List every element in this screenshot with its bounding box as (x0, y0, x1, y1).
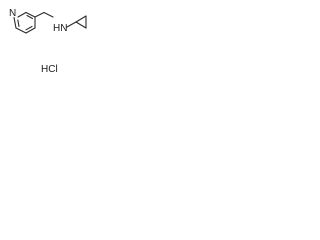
pyridine-ring: N (9, 8, 36, 34)
ring-nitrogen-label: N (9, 8, 16, 19)
ring-bond-n-c2 (17, 11, 27, 18)
ring-double-bond-inner-1 (26, 14, 34, 20)
cyclopropyl-bond-1 (75, 21, 87, 29)
cyclopropyl-ring (66, 15, 87, 29)
bond-ch2-nh (43, 11, 54, 18)
ring-bond-c6-n (13, 16, 17, 29)
ring-bond-c2-c3 (25, 11, 36, 18)
bond-c3-ch2 (34, 11, 45, 18)
ring-double-bond-inner-3 (17, 19, 20, 28)
cyclopropyl-bond-3 (75, 15, 87, 23)
ring-bond-c4-c5 (25, 27, 36, 34)
ring-double-bond-inner-2 (25, 25, 33, 31)
chemical-structure: N HN HCl (9, 8, 87, 75)
bond-nh-cyclopropyl (66, 21, 77, 28)
hydrochloride-label: HCl (41, 64, 58, 75)
ring-bond-c5-c6 (15, 27, 27, 34)
amine-label: HN (53, 23, 67, 34)
methylene-linker (34, 11, 54, 18)
